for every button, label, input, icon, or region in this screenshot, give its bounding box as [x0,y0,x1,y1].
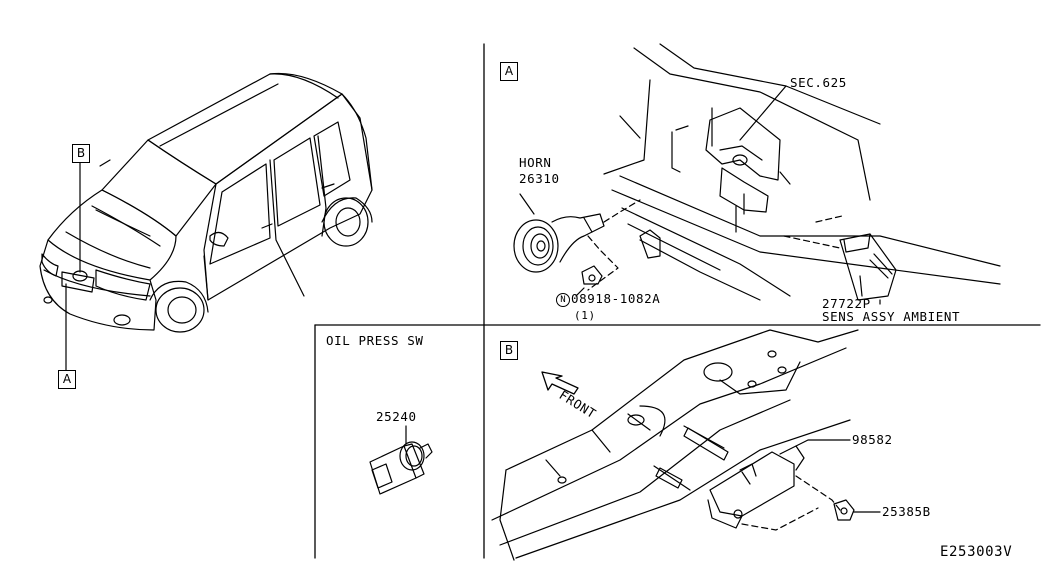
nut-quantity: (1) [574,309,596,322]
sec-reference-label: SEC.625 [790,75,847,90]
panel-a-drawing [513,43,1001,305]
diagram-code: E253003V [940,544,1013,560]
oil-switch-part-number: 25240 [376,409,417,424]
horn-part-number: 26310 [519,171,560,186]
vehicle-illustration [39,72,373,371]
sensor-part-number: 27722P [822,296,871,311]
nut-part-number: 08918-1082A [571,291,661,306]
panel-dividers [314,43,1041,559]
callout-a-overview: A [58,370,76,389]
sensor-name-label: SENS ASSY AMBIENT [822,309,961,324]
horn-name-label: HORN [519,155,552,170]
nut-marker: N [556,293,570,307]
panel-b-drawing [491,329,881,561]
panel-b-sensor-part-number: 98582 [852,432,893,447]
callout-a-panel: A [500,62,518,81]
oil-panel-title: OIL PRESS SW [326,333,424,348]
callout-b-panel: B [500,341,518,360]
callout-b-overview: B [72,144,90,163]
oil-pressure-switch-drawing [369,425,433,495]
bolt-part-number: 25385B [882,504,931,519]
